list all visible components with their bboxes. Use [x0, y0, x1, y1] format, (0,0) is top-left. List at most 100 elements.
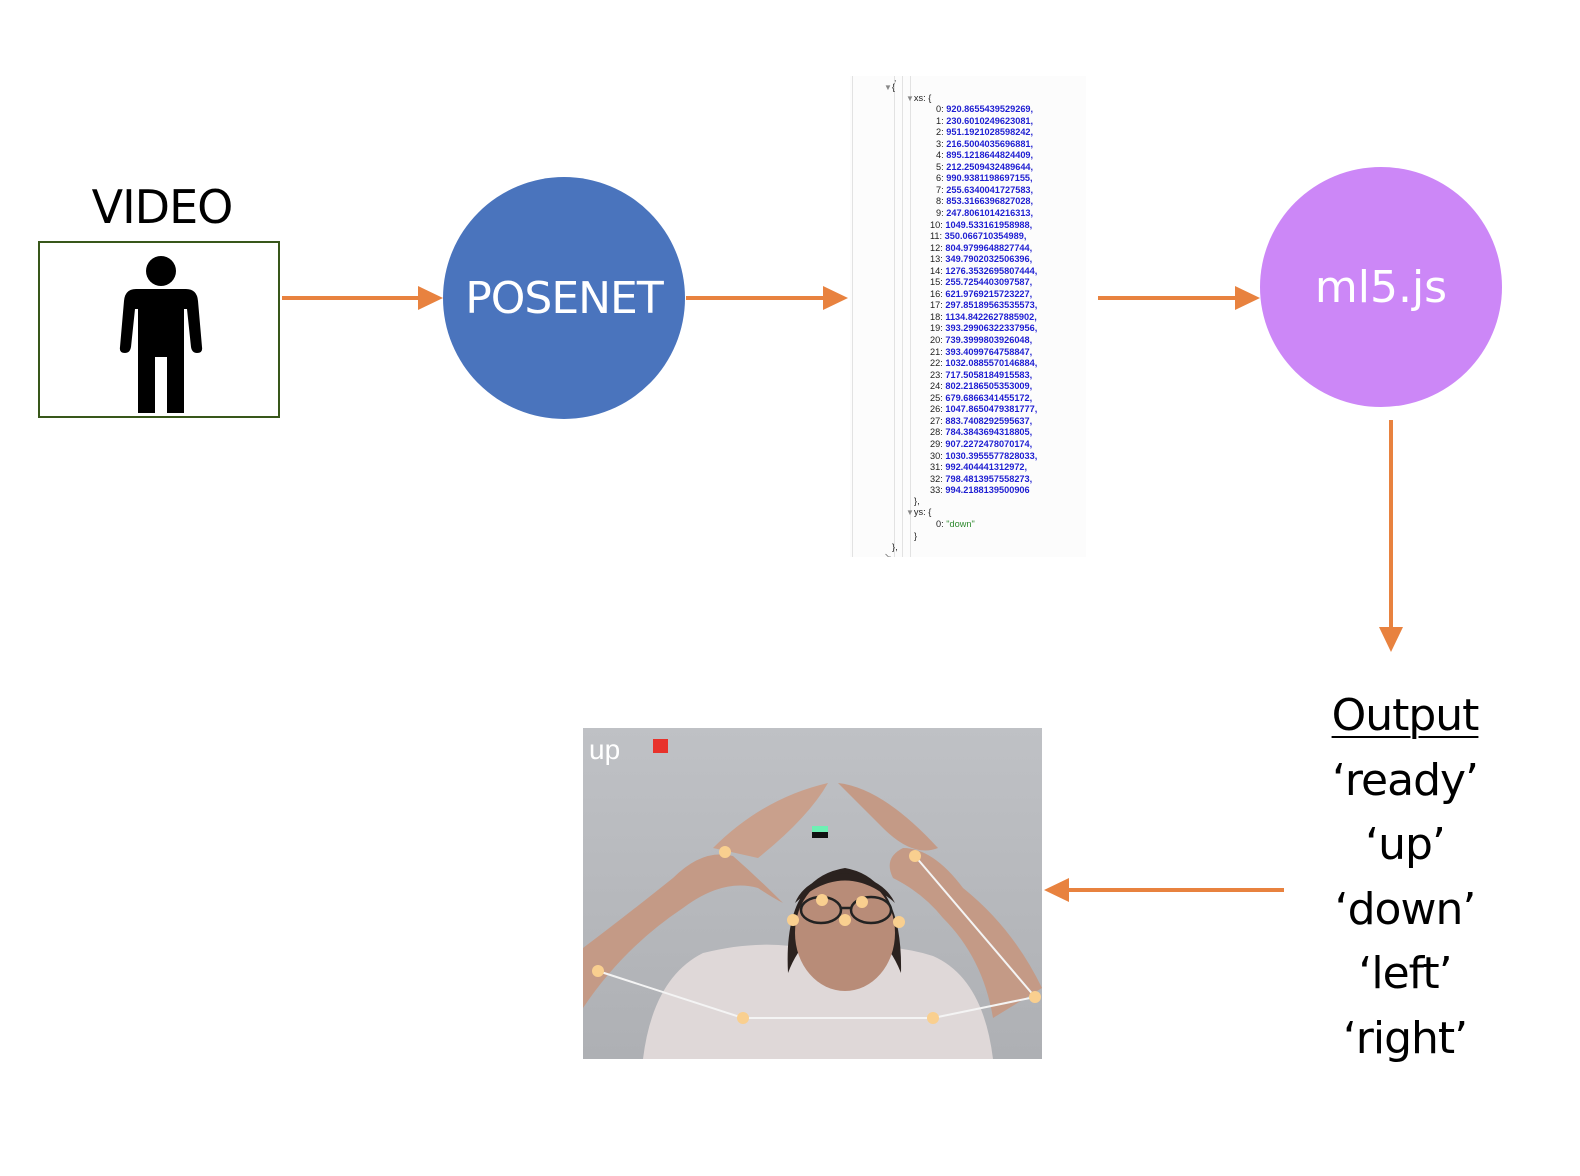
xs-index: 23: [930, 369, 943, 380]
xs-row: 5: 212.2509432489644, [936, 162, 1033, 174]
ml5-node: ml5.js [1260, 167, 1502, 407]
xs-value: 895.1218644824409, [946, 150, 1034, 161]
posenet-label: POSENET [465, 272, 663, 324]
xs-value: 255.6340041727583, [946, 184, 1034, 195]
output-heading: Output [1331, 690, 1480, 741]
ys-index: 0: [936, 519, 944, 529]
xs-row: 6: 990.9381198697155, [936, 173, 1033, 185]
xs-row: 10: 1049.533161958988, [930, 220, 1032, 232]
xs-row: 8: 853.3166396827028, [936, 196, 1033, 208]
xs-value: 349.7902032506396, [945, 254, 1033, 265]
xs-row: 25: 679.6866341455172, [930, 393, 1032, 405]
xs-value: 1032.0885570146884, [945, 358, 1038, 369]
xs-row: 26: 1047.8650479381777, [930, 404, 1037, 416]
ml5-label: ml5.js [1314, 261, 1448, 313]
xs-row: 20: 739.3999803926048, [930, 335, 1032, 347]
xs-value: 739.3999803926048, [945, 335, 1033, 345]
xs-value: 393.29906322337956, [945, 323, 1038, 334]
xs-row: 29: 907.2272478070174, [930, 439, 1032, 451]
collapse-triangle-icon[interactable]: ▼ [884, 83, 892, 92]
xs-row: 12: 804.9799648827744, [930, 243, 1032, 255]
xs-value: 216.5004035696881, [946, 138, 1034, 149]
xs-index: 6: [936, 173, 944, 184]
collapse-triangle-icon[interactable]: ▼ [906, 508, 914, 517]
xs-index: 0: [936, 104, 944, 114]
xs-index: 24: [930, 381, 943, 392]
xs-index: 29: [930, 438, 943, 449]
xs-row: 9: 247.8061014216313, [936, 208, 1033, 220]
collapse-triangle-icon[interactable]: ▼ [906, 94, 914, 103]
xs-row: 7: 255.6340041727583, [936, 185, 1033, 197]
pose-label: up [589, 734, 621, 765]
xs-index: 22: [930, 358, 943, 369]
pose-scene [583, 728, 1042, 1059]
xs-row: 15: 255.7254403097587, [930, 277, 1032, 289]
ys-key: ys: { [913, 507, 932, 517]
output-item: ‘down’ [1334, 883, 1477, 935]
xs-row: 21: 393.4099764758847, [930, 347, 1032, 359]
xs-row: 4: 895.1218644824409, [936, 150, 1033, 162]
output-item: ‘ready’ [1331, 754, 1479, 806]
xs-index: 33: [930, 485, 943, 496]
xs-key: xs: { [913, 93, 932, 103]
xs-value: 798.4813957558273, [945, 473, 1033, 484]
xs-value: 1276.3532695807444, [945, 265, 1038, 276]
xs-row: 28: 784.3843694318805, [930, 427, 1032, 439]
xs-value: 255.7254403097587, [945, 277, 1033, 288]
xs-index: 13: [930, 254, 943, 265]
xs-index: 28: [930, 427, 943, 438]
xs-value: 350.066710354989, [944, 231, 1027, 242]
xs-index: 2: [936, 127, 944, 138]
xs-row: 13: 349.7902032506396, [930, 254, 1032, 266]
xs-row: 14: 1276.3532695807444, [930, 266, 1037, 278]
xs-row: 30: 1030.3955577828033, [930, 451, 1037, 463]
pose-keypoints [592, 846, 1041, 1024]
xs-value: 1049.533161958988, [945, 219, 1033, 230]
xs-row: 23: 717.5058184915583, [930, 370, 1032, 382]
output-list: Output ‘ready’ ‘up’ ‘down’ ‘left’ ‘right… [1300, 684, 1510, 1071]
xs-value: 951.1921028598242, [946, 127, 1034, 138]
xs-row: 16: 621.9769215723227, [930, 289, 1032, 301]
xs-value: 907.2272478070174, [945, 438, 1033, 449]
xs-index: 10: [930, 219, 943, 230]
json-output-panel: , ▼{ ▼xs: { 0: 920.8655439529269,1: 230.… [850, 76, 1086, 557]
xs-row: 3: 216.5004035696881, [936, 139, 1033, 151]
output-item: ‘up’ [1365, 819, 1446, 870]
xs-value: 621.9769215723227, [945, 288, 1033, 299]
xs-row: 27: 883.7408292595637, [930, 416, 1032, 428]
video-box [38, 241, 280, 418]
xs-row: 32: 798.4813957558273, [930, 474, 1032, 486]
marker [812, 826, 828, 832]
xs-row: 24: 802.2186505353009, [930, 381, 1032, 393]
xs-value: 1030.3955577828033, [945, 450, 1038, 461]
ys-value: "down" [946, 519, 975, 529]
xs-value: 784.3843694318805, [945, 427, 1033, 438]
output-item: ‘left’ [1358, 948, 1452, 999]
xs-value: 994.2188139500906 [945, 485, 1030, 496]
xs-index: 7: [936, 184, 944, 195]
video-title: VIDEO [91, 180, 234, 234]
xs-row: 18: 1134.8422627885902, [930, 312, 1037, 324]
xs-value: 802.2186505353009, [945, 381, 1033, 392]
xs-value: 853.3166396827028, [946, 196, 1034, 207]
xs-index: 16: [930, 288, 943, 299]
xs-index: 18: [930, 311, 943, 322]
xs-value: 717.5058184915583, [945, 369, 1033, 380]
posenet-node: POSENET [443, 177, 685, 419]
xs-row: 33: 994.2188139500906 [930, 485, 1030, 497]
xs-row: 19: 393.29906322337956, [930, 323, 1037, 335]
xs-index: 4: [936, 150, 944, 161]
xs-value: 679.6866341455172, [945, 392, 1033, 403]
xs-row: 0: 920.8655439529269, [936, 104, 1033, 116]
xs-index: 8: [936, 196, 944, 207]
xs-index: 15: [930, 277, 943, 288]
xs-index: 3: [936, 138, 944, 149]
xs-value: 992.404441312972, [945, 462, 1028, 473]
person-icon [119, 256, 203, 413]
marker [812, 832, 828, 838]
xs-row: 22: 1032.0885570146884, [930, 358, 1037, 370]
xs-index: 20: [930, 335, 943, 345]
xs-index: 12: [930, 242, 943, 253]
xs-index: 31: [930, 462, 943, 473]
